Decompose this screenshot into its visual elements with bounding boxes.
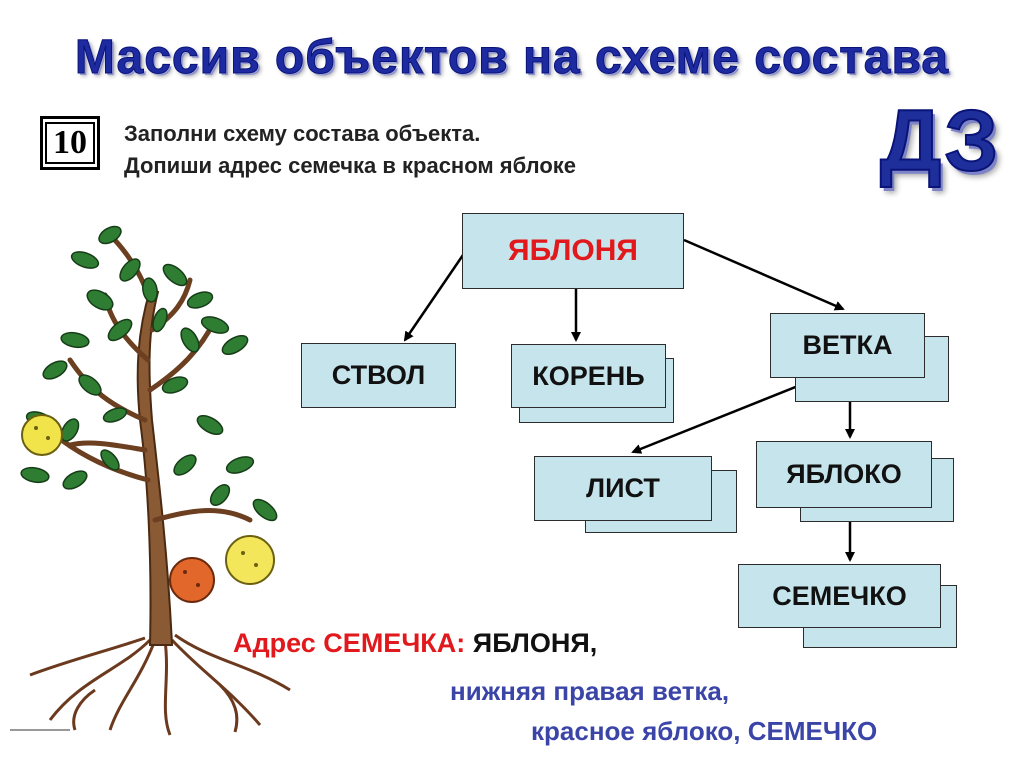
arrow-root-to-branch [683,238,845,311]
node-seed-label: СЕМЕЧКО [772,580,907,611]
node-apple-tree-label: ЯБЛОНЯ [508,234,638,267]
homework-label: ДЗ [879,92,1001,190]
node-trunk: СТВОЛ [301,343,456,408]
node-root-part: КОРЕНЬ [511,344,666,408]
tree-roots [29,633,291,736]
task-line-2: Допиши адрес семечка в красном яблоке [124,153,576,178]
node-leaf: ЛИСТ [534,456,712,521]
arrow-branch-to-leaf [631,376,819,454]
page-title: Массив объектов на схеме состава [74,31,950,85]
node-apple: ЯБЛОКО [756,441,932,508]
arrow-root-to-trunk [403,254,465,342]
seed-address-label: Адрес СЕМЕЧКА: [233,628,466,658]
apple-yellow-right [225,535,275,585]
seed-address-line-2: нижняя правая ветка, [450,676,730,706]
node-root-part-label: КОРЕНЬ [532,360,645,391]
node-trunk-label: СТВОЛ [331,360,426,390]
node-apple-label: ЯБЛОКО [786,459,902,489]
seed-address-line-1: Адрес СЕМЕЧКА: ЯБЛОНЯ, [233,628,597,659]
task-number: 10 [45,122,95,164]
task-instructions: Заполни схему состава объекта. Допиши ад… [124,118,576,182]
task-line-1: Заполни схему состава объекта. [124,121,481,146]
apple-yellow-left [21,414,63,456]
node-leaf-label: ЛИСТ [586,473,660,503]
tree-leaves [20,225,278,522]
apple-red [169,557,215,603]
node-branch-label: ВЕТКА [802,330,893,360]
node-branch: ВЕТКА [770,313,925,378]
tree-trunk [136,288,174,646]
node-seed: СЕМЕЧКО [738,564,941,628]
seed-address-value: ЯБЛОНЯ, [472,628,598,658]
task-number-box: 10 [40,116,100,170]
seed-address-line-3: красное яблоко, СЕМЕЧКО [531,716,878,746]
node-apple-tree: ЯБЛОНЯ [462,213,684,289]
apple-tree-illustration [10,225,291,736]
